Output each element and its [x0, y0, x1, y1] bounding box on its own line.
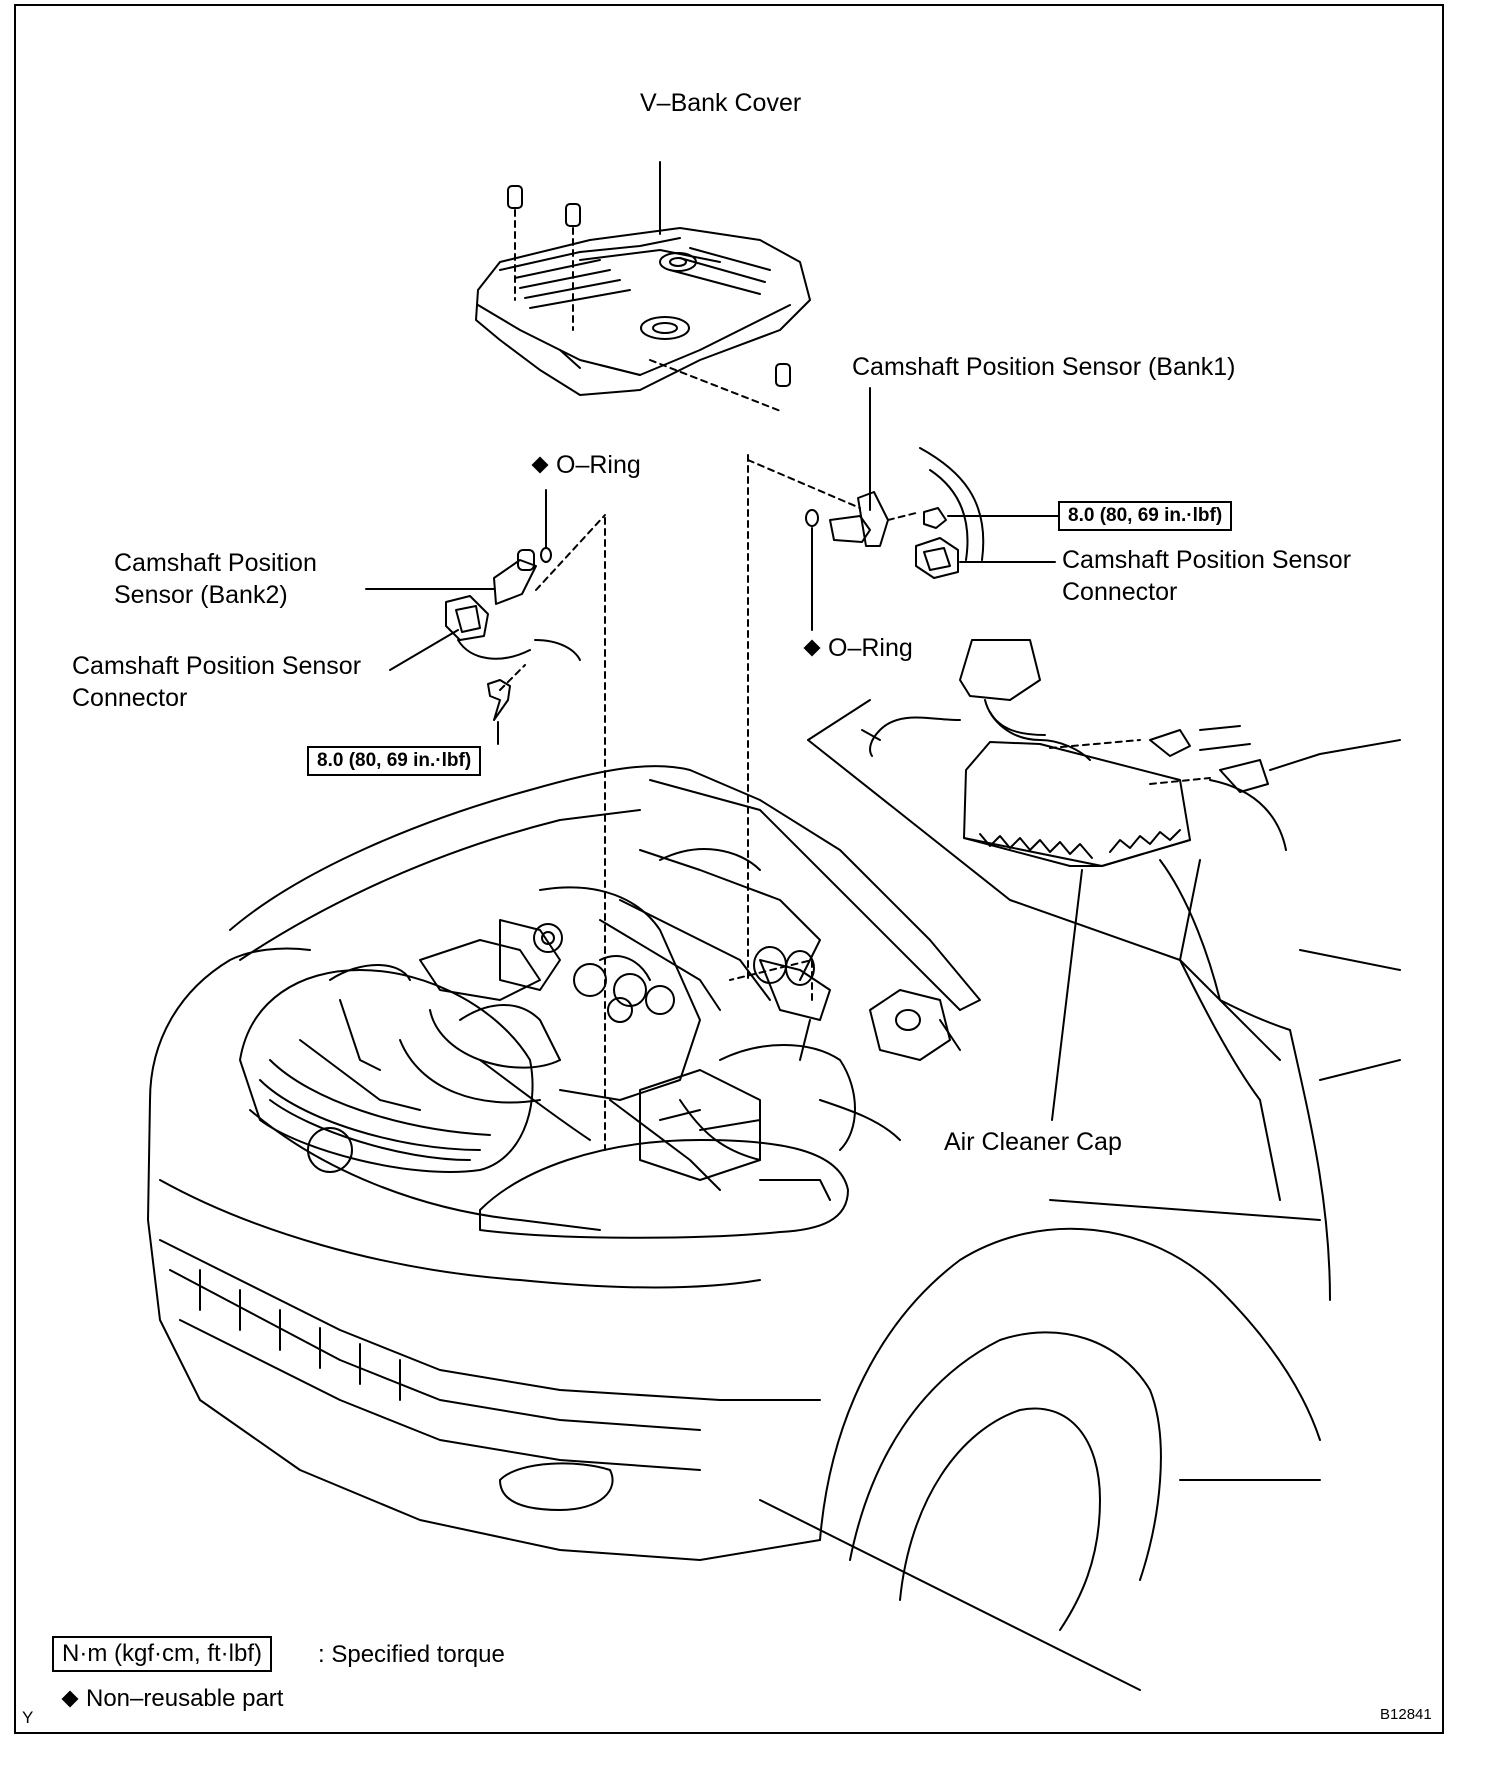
label-air-cleaner-cap: Air Cleaner Cap: [944, 1128, 1122, 1156]
torque-box-right: 8.0 (80, 69 in.·lbf): [1058, 501, 1233, 531]
diamond-icon: [803, 639, 821, 657]
diamond-icon: [531, 456, 549, 474]
label-connector-right-line1: Camshaft Position Sensor: [1062, 546, 1352, 574]
bank1-sensor-drawing: [747, 387, 1059, 631]
label-connector-right-line2: Connector: [1062, 578, 1178, 606]
diamond-icon: [61, 1690, 79, 1708]
legend-torque-unit-box: N·m (kgf·cm, ft·lbf): [52, 1636, 272, 1672]
vehicle-body-drawing: [147, 699, 1401, 1691]
corner-letter: Y: [22, 1708, 34, 1727]
figure-frame: [14, 4, 1444, 1734]
label-v-bank-cover: V–Bank Cover: [640, 89, 802, 117]
figure-code: B12841: [1380, 1706, 1432, 1723]
label-cam-sensor-bank2-line1: Camshaft Position: [114, 549, 317, 577]
torque-box-left: 8.0 (80, 69 in.·lbf): [307, 746, 482, 776]
label-o-ring-left: O–Ring: [530, 450, 641, 481]
label-o-ring-right: O–Ring: [802, 633, 913, 664]
v-bank-cover-drawing: [475, 161, 811, 413]
bank2-sensor-drawing: [365, 489, 606, 745]
label-cam-sensor-bank2-line2: Sensor (Bank2): [114, 581, 288, 609]
legend-non-reusable: Non–reusable part: [60, 1683, 283, 1714]
air-cleaner-drawing: [861, 639, 1401, 1121]
legend-torque-desc: : Specified torque: [318, 1641, 505, 1668]
engine-components-drawing: [299, 454, 961, 1201]
label-connector-left-line2: Connector: [72, 684, 188, 712]
label-cam-sensor-bank1: Camshaft Position Sensor (Bank1): [852, 353, 1236, 381]
label-connector-left-line1: Camshaft Position Sensor: [72, 652, 362, 680]
